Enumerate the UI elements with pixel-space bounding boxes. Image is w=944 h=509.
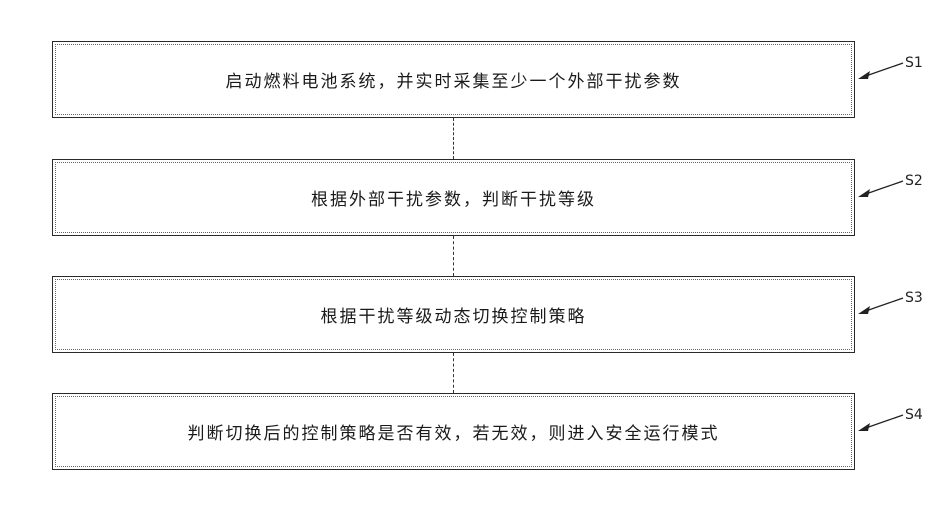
arrowhead-s2 xyxy=(858,189,870,197)
step-text-s2: 根据外部干扰参数，判断干扰等级 xyxy=(311,185,596,210)
step-box-s2: 根据外部干扰参数，判断干扰等级 xyxy=(52,159,855,236)
arrowhead-s1 xyxy=(858,71,870,79)
connector-line-s3-s4 xyxy=(453,353,454,393)
leader-arrow-s2 xyxy=(866,181,903,194)
step-label-s1: S1 xyxy=(905,56,923,70)
connector-line-s1-s2 xyxy=(453,118,454,159)
step-label-s2: S2 xyxy=(905,174,923,188)
step-text-s3: 根据干扰等级动态切换控制策略 xyxy=(321,302,587,327)
step-box-s1: 启动燃料电池系统，并实时采集至少一个外部干扰参数 xyxy=(52,41,855,118)
step-label-s4: S4 xyxy=(905,408,923,422)
arrowhead-s4 xyxy=(858,423,870,431)
step-text-s4: 判断切换后的控制策略是否有效，若无效，则进入安全运行模式 xyxy=(188,419,720,444)
arrowhead-s3 xyxy=(858,306,870,314)
connector-line-s2-s3 xyxy=(453,236,454,276)
step-label-s3: S3 xyxy=(905,291,923,305)
leader-arrow-s3 xyxy=(866,298,903,311)
step-box-s4: 判断切换后的控制策略是否有效，若无效，则进入安全运行模式 xyxy=(52,393,855,470)
leader-arrow-s4 xyxy=(866,415,903,428)
step-text-s1: 启动燃料电池系统，并实时采集至少一个外部干扰参数 xyxy=(226,67,682,92)
step-box-s3: 根据干扰等级动态切换控制策略 xyxy=(52,276,855,353)
leader-arrow-s1 xyxy=(866,63,903,76)
